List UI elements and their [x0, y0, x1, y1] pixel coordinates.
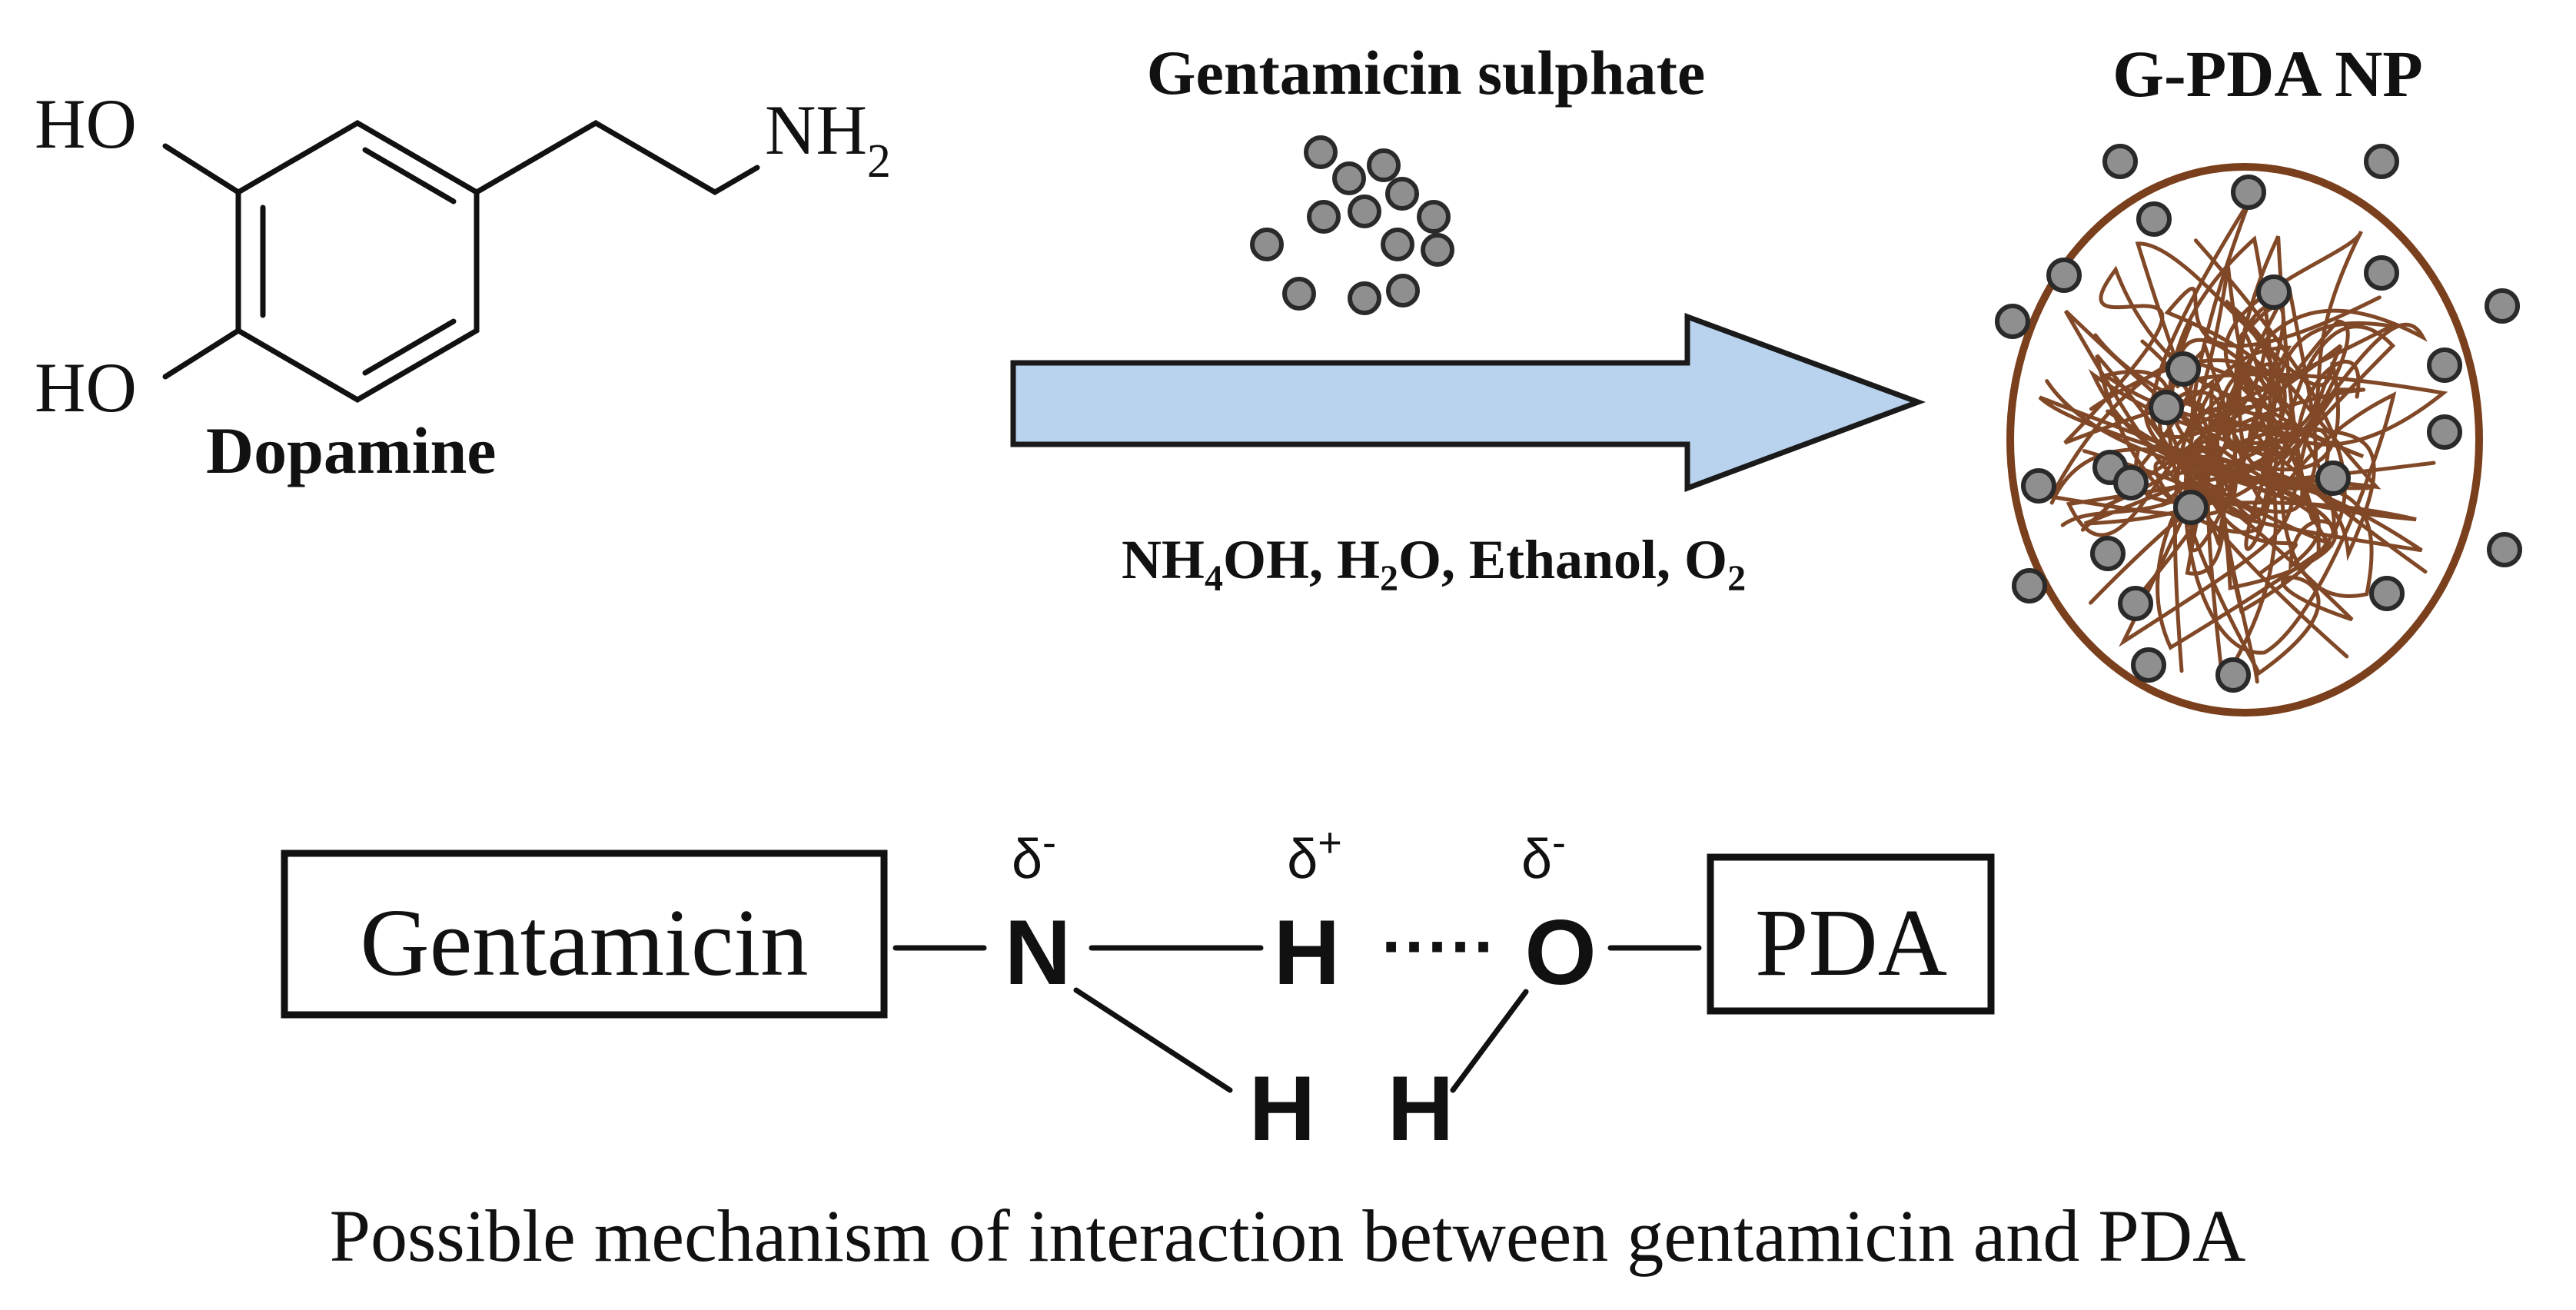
delta-h-sign: + — [1318, 820, 1342, 866]
loaded-particle — [2118, 586, 2153, 621]
pda-box-label: PDA — [1755, 890, 1947, 996]
loaded-particle — [2090, 536, 2126, 571]
partial-charge-n: δ- — [1012, 820, 1056, 890]
nh-subscript: 2 — [867, 135, 891, 188]
reaction-arrow — [1010, 312, 1926, 493]
atom-h-right-lower: H — [1388, 1057, 1454, 1160]
gentamicin-box — [281, 850, 888, 1019]
cond-sub-3: 2 — [1727, 558, 1746, 599]
cond-sub-2: 2 — [1380, 558, 1398, 599]
loaded-particle — [2427, 414, 2462, 450]
figure-caption: Possible mechanism of interaction betwee… — [330, 1195, 2246, 1277]
dopamine-name: Dopamine — [206, 414, 496, 487]
delta-n-sign: - — [1042, 820, 1056, 866]
gentamicin-particle — [1421, 233, 1454, 267]
gentamicin-particle — [1348, 195, 1381, 228]
loaded-particle — [2166, 351, 2201, 387]
loaded-particle — [2315, 460, 2351, 496]
gentamicin-box-label: Gentamicin — [360, 890, 808, 996]
g-pda-nanoparticle — [1995, 144, 2522, 717]
cond-sub-1: 4 — [1205, 558, 1223, 599]
delta-o-sign: - — [1552, 820, 1566, 866]
dopamine-structure — [162, 119, 760, 404]
loaded-particle — [2136, 201, 2172, 237]
ho-label-bottom: HO — [35, 348, 137, 427]
nh-text: NH — [765, 91, 867, 169]
ethyl-chain — [474, 119, 760, 196]
gentamicin-particle — [1282, 277, 1316, 311]
loaded-particle — [2046, 258, 2082, 293]
loaded-particle — [2369, 576, 2405, 611]
polymer-strand — [2083, 231, 2365, 673]
ring-double-bond-1 — [362, 147, 457, 204]
atom-h-middle: H — [1274, 901, 1341, 1004]
loaded-particle — [2364, 144, 2399, 179]
loaded-particle — [2231, 175, 2266, 210]
cond-part-3: O, Ethanol, O — [1398, 529, 1727, 590]
gentamicin-particle — [1332, 161, 1366, 195]
loaded-particle — [2113, 465, 2149, 500]
atom-n: N — [1005, 901, 1072, 1004]
loaded-particle — [2256, 274, 2292, 310]
partial-charge-o: δ- — [1521, 820, 1566, 890]
loaded-particle — [2149, 390, 2184, 425]
hydrogen-bond-dots: ····· — [1381, 909, 1497, 986]
delta-o: δ — [1521, 829, 1552, 890]
gentamicin-particle — [1250, 228, 1284, 261]
polymer-strand — [2080, 319, 2366, 546]
loaded-particle — [2427, 347, 2462, 383]
loaded-particle — [2012, 568, 2047, 603]
gentamicin-particle — [1386, 274, 1420, 308]
benzene-ring — [235, 119, 480, 404]
loaded-particle — [2102, 144, 2138, 179]
atom-h-left-lower: H — [1249, 1057, 1316, 1160]
loaded-particle — [2131, 647, 2166, 683]
product-label: G-PDA NP — [2112, 37, 2423, 111]
oh-bond-top — [162, 143, 241, 195]
gentamicin-particle — [1307, 200, 1341, 234]
loaded-particle — [1995, 304, 2030, 339]
cond-part-1: NH — [1122, 529, 1205, 590]
gentamicin-particle-cluster — [1250, 135, 1454, 315]
cond-part-2: OH, H — [1223, 529, 1380, 590]
gentamicin-particle — [1367, 148, 1401, 182]
loaded-particle — [2487, 532, 2522, 567]
delta-h: δ — [1287, 829, 1318, 890]
nh2-label: NH2 — [765, 91, 891, 188]
polymer-strand — [2119, 199, 2343, 647]
partial-charge-h: δ+ — [1287, 820, 1342, 890]
gentamicin-particle — [1381, 228, 1414, 261]
loaded-particle — [2215, 657, 2251, 693]
ring-double-bond-2 — [362, 318, 457, 376]
bond-o-h-lower — [1450, 989, 1529, 1093]
reagent-label: Gentamicin sulphate — [1147, 38, 1706, 108]
polymer-strand — [2193, 238, 2347, 684]
nanoparticle-outline — [2006, 163, 2483, 717]
gentamicin-particle — [1385, 177, 1419, 211]
loaded-gentamicin-particles — [1995, 144, 2522, 693]
loaded-particle — [2485, 288, 2520, 324]
loaded-particle — [2173, 490, 2209, 525]
reaction-conditions: NH4OH, H2O, Ethanol, O2 — [1122, 529, 1746, 599]
loaded-particle — [2364, 255, 2399, 291]
polymer-strand — [2143, 298, 2448, 553]
atom-o: O — [1524, 901, 1596, 1004]
bond-n-h-lower — [1073, 987, 1233, 1093]
oh-bond-bottom — [162, 328, 241, 380]
loaded-particle — [2021, 468, 2056, 504]
interaction-mechanism: Gentamicin PDA N H ····· O H H δ- δ+ δ- — [281, 820, 1995, 1160]
ho-label-top: HO — [35, 85, 137, 163]
delta-n: δ — [1012, 829, 1042, 890]
gentamicin-particle — [1348, 281, 1381, 315]
gentamicin-particle — [1304, 135, 1338, 169]
gentamicin-particle — [1417, 200, 1451, 234]
pda-box — [1707, 853, 1995, 1015]
